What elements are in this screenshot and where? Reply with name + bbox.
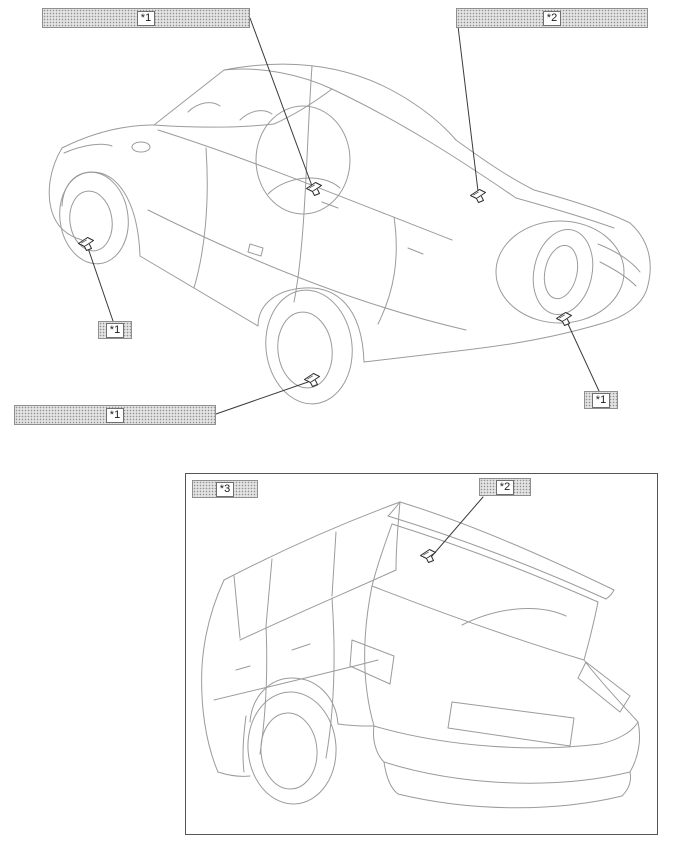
callout-label: *2 — [542, 10, 562, 26]
tire-pressure-sensor-icon — [304, 373, 320, 387]
wagon-line-art — [201, 501, 641, 809]
wagon-body-outline — [201, 501, 641, 809]
callout-label: *1 — [105, 407, 125, 423]
callout-label: *2 — [495, 479, 515, 495]
tire-pressure-sensor-icon — [470, 189, 486, 203]
sedan-line-art — [48, 63, 651, 405]
leader-line — [249, 17, 313, 187]
leader-lines — [87, 17, 600, 557]
leader-line — [567, 323, 600, 392]
leader-line — [87, 247, 114, 322]
wagon-inset-frame — [185, 473, 658, 835]
sedan-rear-wheel — [265, 289, 353, 405]
leader-line — [215, 381, 309, 415]
callout-box-receiver: *2 — [456, 8, 648, 28]
callout-box-front-wheel-valve: *1 — [98, 321, 132, 339]
callout-label: *1 — [105, 322, 125, 338]
wagon-rear-wheel — [247, 691, 337, 805]
sedan-body-outline — [48, 63, 651, 363]
callout-box-rear-wheel-valve: *1 — [14, 405, 216, 425]
highlight-circle-trunk — [495, 220, 625, 324]
leader-line — [456, 17, 479, 192]
callout-label: *1 — [591, 392, 611, 408]
sedan-front-wheel — [59, 171, 129, 265]
callout-box-rear-arch-valve: *1 — [42, 8, 250, 28]
leader-line — [431, 496, 484, 557]
callout-box-wagon-note: *3 — [192, 480, 258, 498]
callout-box-trunk-valve: *1 — [584, 391, 618, 409]
highlight-circle-rear-arch — [255, 105, 351, 215]
callout-label: *1 — [136, 10, 156, 26]
callout-label: *3 — [215, 481, 235, 497]
callout-box-wagon-roof-receiver: *2 — [479, 478, 531, 496]
